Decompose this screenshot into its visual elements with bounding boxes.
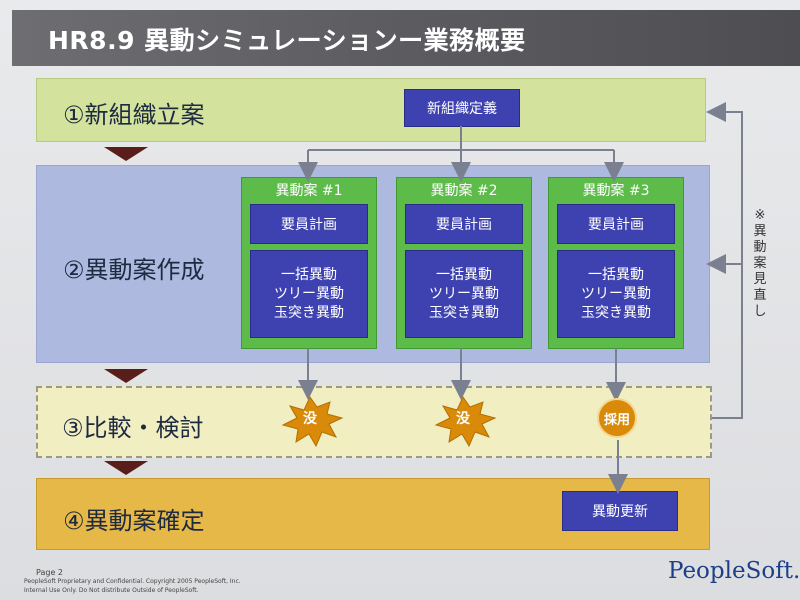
rejected-starburst-1 [281,396,344,448]
adopted-label: 採用 [603,412,630,428]
row-finalize-plan: ④異動案確定 [36,478,710,550]
transfer-methods-box: 一括異動 ツリー異動 玉突き異動 [250,250,368,338]
row-label-2: ②異動案作成 [63,256,205,284]
down-arrow-1 [104,147,148,161]
method-line: 玉突き異動 [274,304,344,321]
method-line: 一括異動 [281,266,337,283]
adopted-circle [597,398,637,438]
method-line: 一括異動 [436,266,492,283]
method-line: ツリー異動 [581,285,651,302]
method-line: 玉突き異動 [429,304,499,321]
peoplesoft-logo: PeopleSoft. [668,558,800,584]
row-label-3: ③比較・検討 [62,414,204,442]
row-label-1: ①新組織立案 [63,101,205,129]
new-org-definition-box: 新組織定義 [404,89,520,127]
plan-column-1: 異動案 #1 要員計画 一括異動 ツリー異動 玉突き異動 [241,177,377,349]
plan-head: 異動案 #1 [275,183,343,199]
plan-head: 異動案 #3 [582,183,650,199]
row-label-4: ④異動案確定 [63,507,205,535]
down-arrow-2 [104,369,148,383]
row-new-organization: ①新組織立案 [36,78,706,142]
plan-column-2: 異動案 #2 要員計画 一括異動 ツリー異動 玉突き異動 [396,177,532,349]
method-line: ツリー異動 [274,285,344,302]
staffing-plan-box: 要員計画 [405,204,523,244]
method-line: 一括異動 [588,266,644,283]
plan-head: 異動案 #2 [430,183,498,199]
footer-page: Page 2 [36,568,63,577]
plan-column-3: 異動案 #3 要員計画 一括異動 ツリー異動 玉突き異動 [548,177,684,349]
rejected-label-1: 没 [303,411,317,427]
footer-distribution: Internal Use Only. Do Not distribute Out… [24,587,199,594]
staffing-plan-box: 要員計画 [250,204,368,244]
transfer-methods-box: 一括異動 ツリー異動 玉突き異動 [557,250,675,338]
down-arrow-3 [104,461,148,475]
slide-title: HR8.9 異動シミュレーションー業務概要 [48,26,526,55]
plan-review-note: ※異動案見直し [753,208,767,319]
rejected-starburst-2 [434,396,497,448]
footer-copyright: PeopleSoft Proprietary and Confidential.… [24,578,241,585]
staffing-plan-box: 要員計画 [557,204,675,244]
method-line: 玉突き異動 [581,304,651,321]
rejected-label-2: 没 [456,411,470,427]
title-bar: HR8.9 異動シミュレーションー業務概要 [12,10,800,66]
transfer-methods-box: 一括異動 ツリー異動 玉突き異動 [405,250,523,338]
method-line: ツリー異動 [429,285,499,302]
